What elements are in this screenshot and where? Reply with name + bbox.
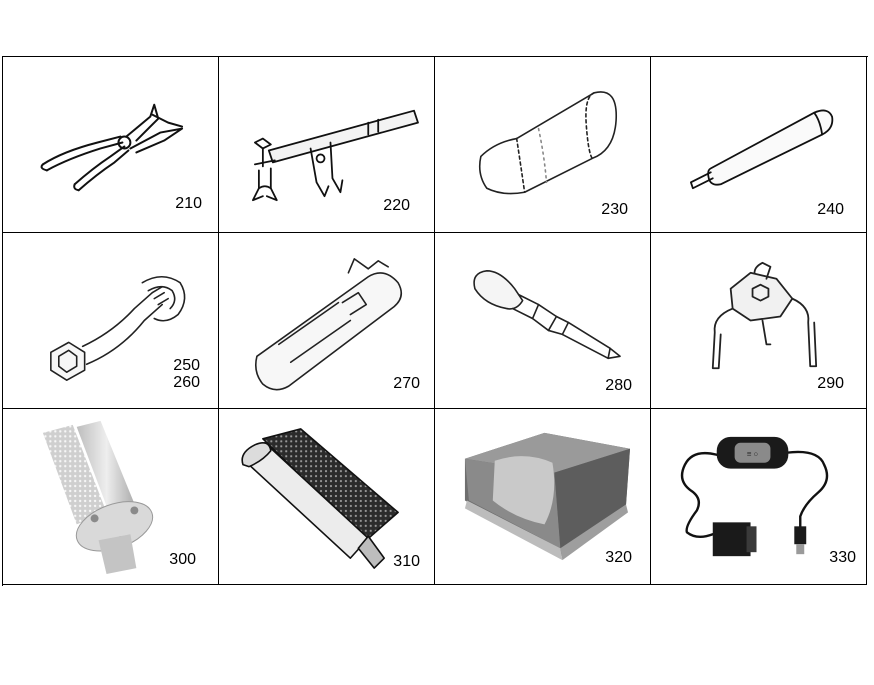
- item-number: 310: [393, 553, 420, 570]
- item-number: 300: [169, 551, 196, 568]
- parts-box-icon: [464, 432, 630, 561]
- item-number: 280: [605, 377, 632, 394]
- cell-280: 280: [435, 233, 651, 409]
- three-leg-filter-wrench-icon: [711, 261, 818, 370]
- cell-300: 300: [3, 409, 219, 585]
- knurled-roller-icon: [42, 420, 154, 575]
- item-number: 330: [829, 549, 856, 566]
- slotted-socket-icon: [254, 258, 403, 391]
- item-number: 210: [175, 195, 202, 212]
- gear-puller-icon: [252, 109, 419, 202]
- usb-cable-adapter-icon: ≡ ○: [680, 436, 829, 557]
- cell-230: 230: [435, 57, 651, 233]
- cell-320: 320: [435, 409, 651, 585]
- item-number: 240: [817, 201, 844, 218]
- pliers-icon: [40, 103, 184, 192]
- cell-290: 290: [651, 233, 867, 409]
- item-number: 290: [817, 375, 844, 392]
- item-number: 270: [393, 375, 420, 392]
- flare-nut-wrench-icon: [50, 275, 186, 381]
- svg-text:≡ ○: ≡ ○: [747, 450, 759, 459]
- cylinder-sleeve-icon: [478, 91, 617, 195]
- item-number: 320: [605, 549, 632, 566]
- brush-roller-icon: [241, 428, 399, 569]
- tool-catalog-grid: 210 220: [2, 56, 868, 586]
- cell-210: 210: [3, 57, 219, 233]
- cell-240: 240: [651, 57, 867, 233]
- cell-270: 270: [219, 233, 435, 409]
- cell-330: ≡ ○ 330: [651, 409, 867, 585]
- cell-310: 310: [219, 409, 435, 585]
- cell-220: 220: [219, 57, 435, 233]
- item-number: 220: [383, 197, 410, 214]
- cell-250-260: 250 260: [3, 233, 219, 409]
- item-number: 260: [173, 374, 200, 391]
- rod-tool-icon: [689, 109, 834, 190]
- item-number: 230: [601, 201, 628, 218]
- item-number: 250: [173, 357, 200, 374]
- punch-driver-icon: [473, 269, 621, 360]
